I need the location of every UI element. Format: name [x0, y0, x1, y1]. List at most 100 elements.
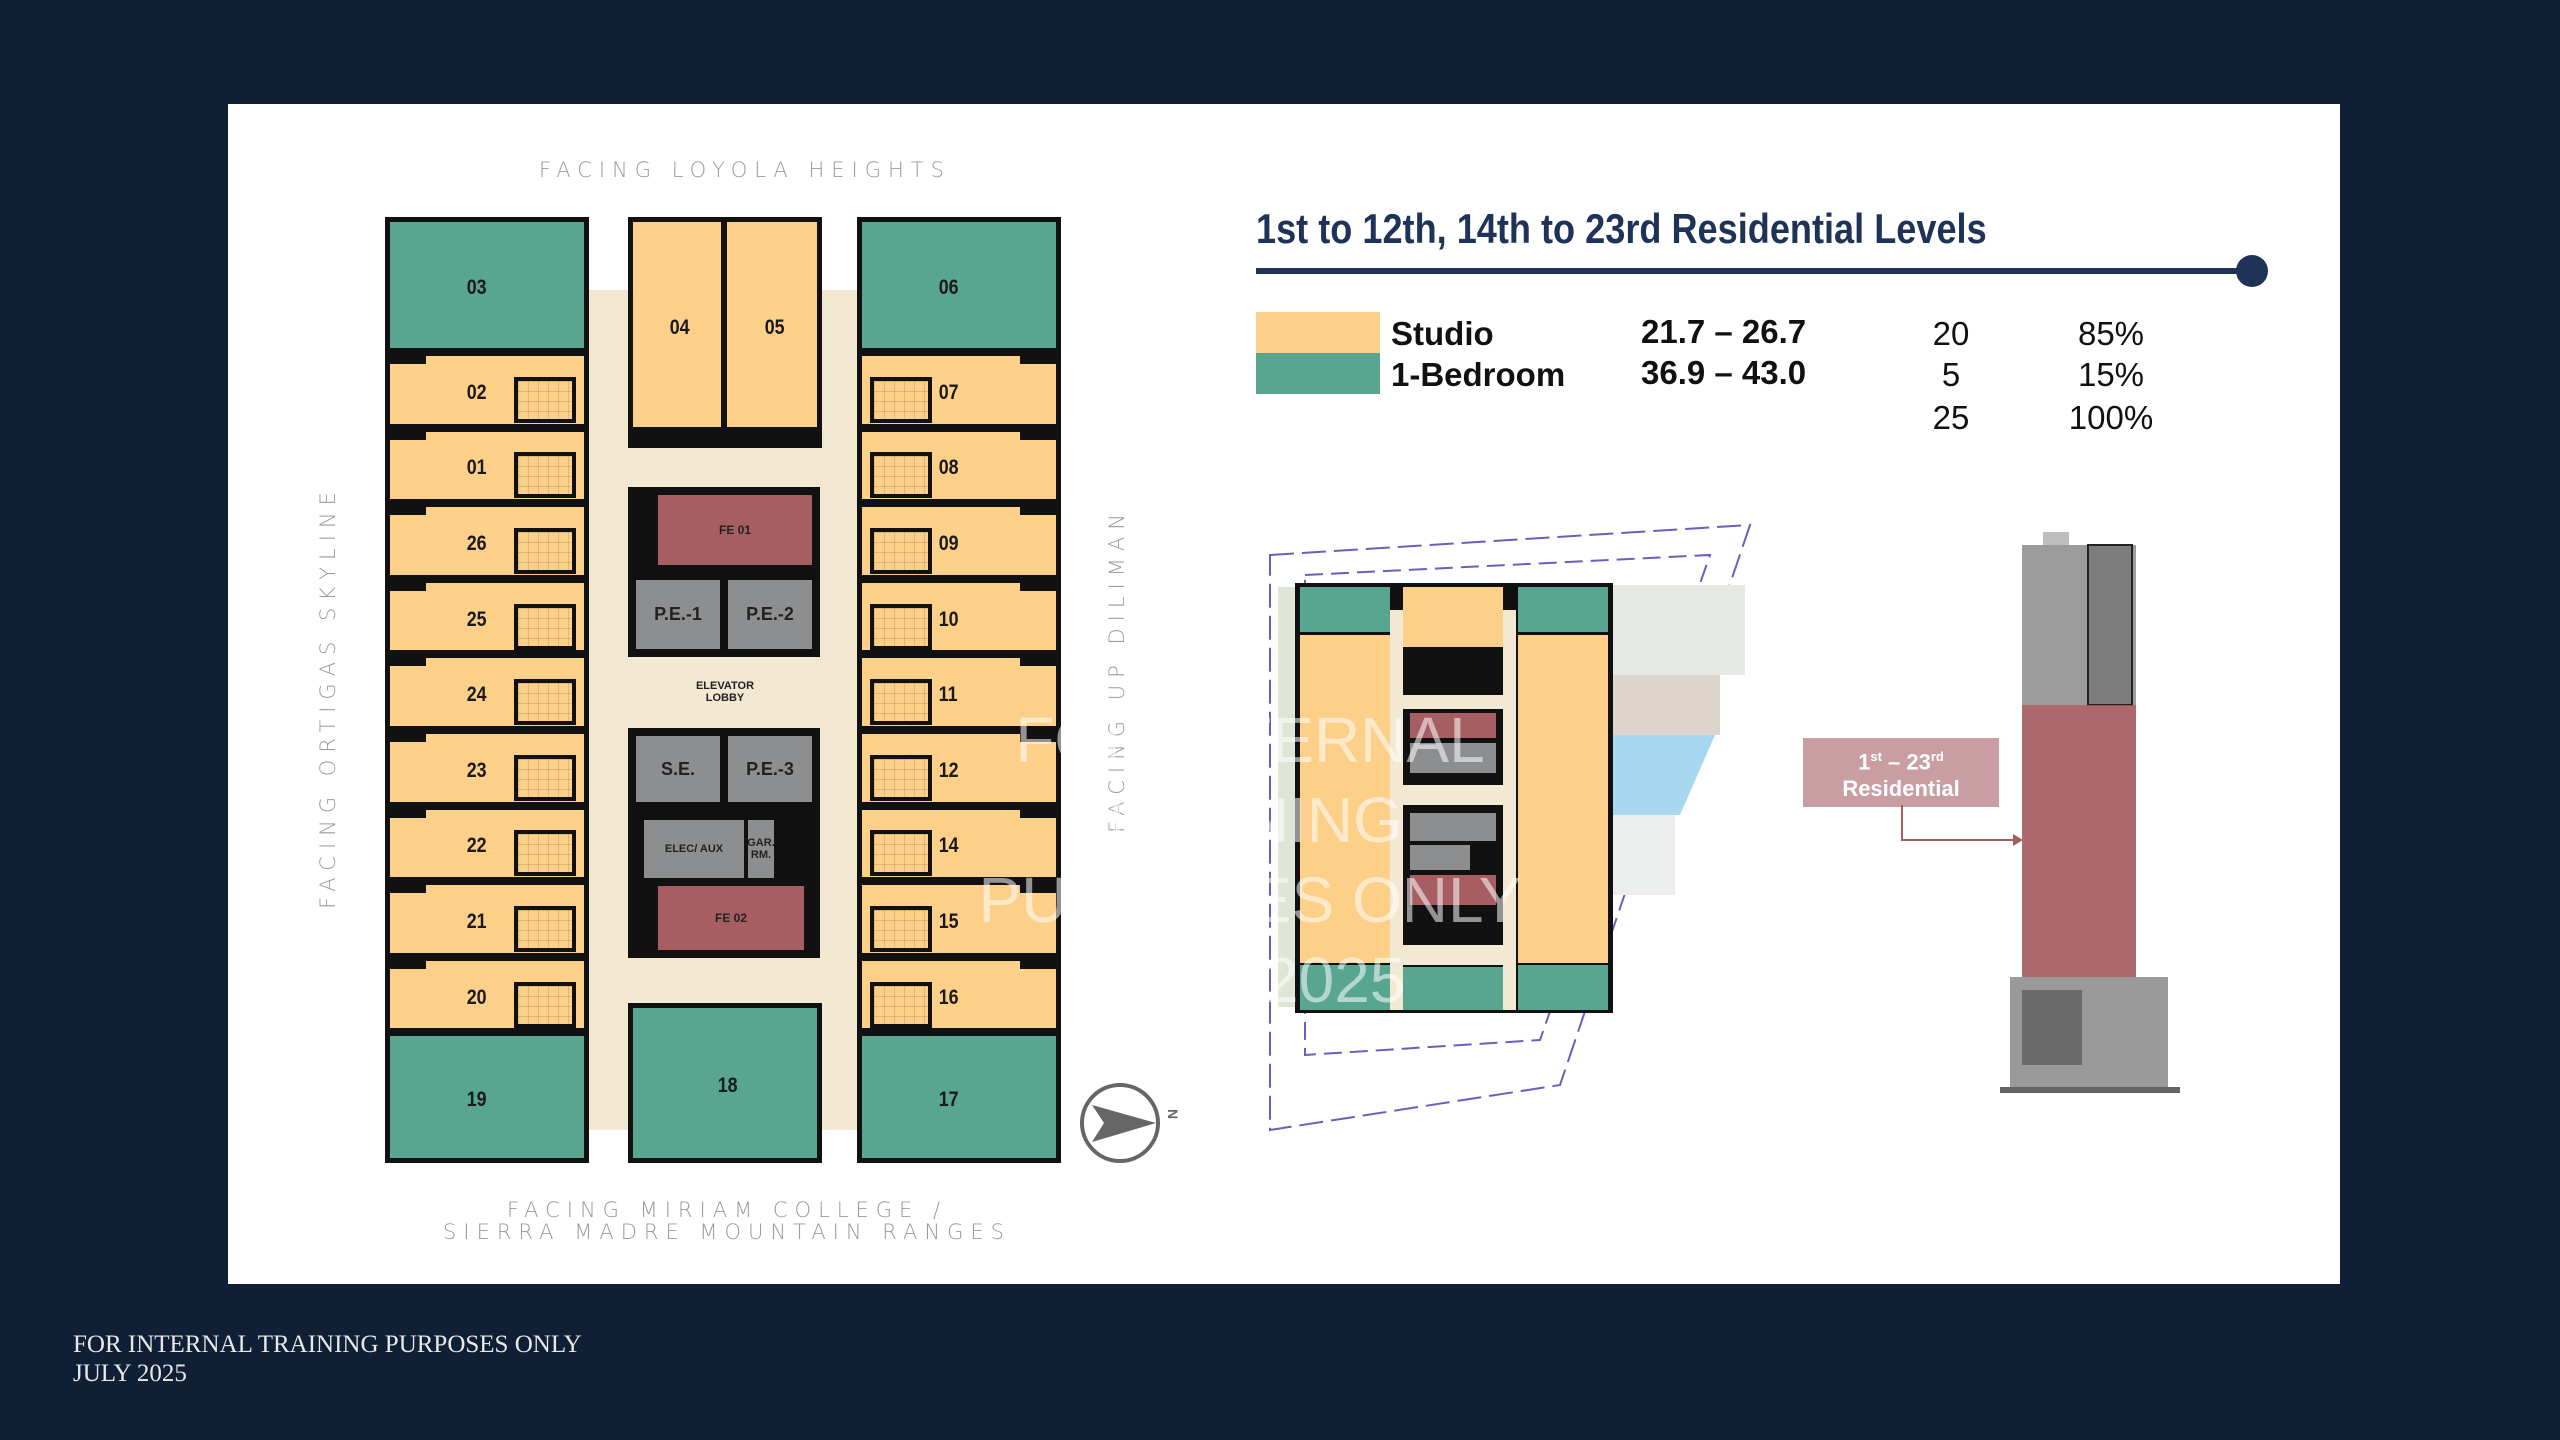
unit-11: 11: [857, 652, 1061, 731]
structural-column: [386, 350, 426, 364]
unit-17: 17: [857, 1031, 1061, 1163]
lobby-label-line2: LOBBY: [705, 692, 745, 704]
unit-number: 25: [466, 607, 487, 631]
bathroom: [870, 830, 932, 877]
unit-number: 21: [466, 909, 487, 933]
fire-exit-stair-2: FE 02: [658, 886, 804, 950]
facing-bottom-label-2: SIERRA MADRE MOUNTAIN RANGES: [443, 1220, 1011, 1244]
building-elevation: [2000, 532, 2180, 1093]
unit-23: 23: [385, 728, 589, 807]
site-key-plan: [1269, 523, 1752, 1132]
structural-column: [386, 954, 426, 969]
unit-number: 08: [938, 456, 959, 480]
bathroom: [514, 830, 576, 877]
title-rule-dot: [2236, 255, 2268, 287]
bathroom: [514, 527, 576, 574]
unit-26: 26: [385, 501, 589, 580]
structural-column: [386, 728, 426, 742]
bathroom: [870, 754, 932, 801]
facing-left-label: FACING ORTIGAS SKYLINE: [316, 485, 340, 909]
bathroom: [514, 452, 576, 499]
bathroom: [870, 679, 932, 726]
title-rule: [1256, 268, 2250, 274]
structural-column: [386, 879, 426, 894]
bathroom: [870, 527, 932, 574]
legend-studio-count: 20: [1932, 315, 1970, 352]
facing-right-label: FACING UP DILIMAN: [1105, 507, 1129, 833]
north-arrow-icon: [1080, 1083, 1160, 1163]
unit-14: 14: [857, 803, 1061, 883]
structural-column: [1020, 954, 1060, 969]
unit-18: 18: [628, 1003, 822, 1163]
tag-to-suffix: rd: [1930, 748, 1944, 764]
unit-21: 21: [385, 879, 589, 958]
legend-total-percent: 100%: [2068, 399, 2154, 436]
bathroom: [870, 376, 932, 423]
tag-residential: Residential: [1842, 776, 1960, 802]
one-bedroom-swatch: [1256, 353, 1380, 394]
residential-levels-tag: 1st – 23rd Residential: [1803, 738, 1999, 807]
unit-12: 12: [857, 728, 1061, 807]
unit-number: 15: [938, 909, 959, 933]
unit-number: 02: [466, 380, 487, 404]
bathroom: [514, 981, 576, 1028]
unit-02: 02: [385, 350, 589, 429]
tag-from-suffix: st: [1870, 748, 1882, 764]
unit-number: 18: [717, 1074, 738, 1097]
elevator-lobby-label: ELEVATOR LOBBY: [680, 680, 770, 704]
unit-25: 25: [385, 576, 589, 656]
north-label: N: [1165, 1108, 1182, 1120]
structural-column: [1020, 652, 1060, 667]
bathroom: [514, 679, 576, 726]
unit-number: 10: [938, 607, 959, 631]
unit-05: 05: [722, 217, 822, 432]
fire-exit-stair-1: FE 01: [658, 495, 812, 565]
unit-19: 19: [385, 1031, 589, 1163]
structural-column: [1020, 728, 1060, 742]
core-lower: S.E. P.E.-3 ELEC/ AUX GAR. RM. FE 02: [628, 728, 820, 958]
footer-disclaimer: FOR INTERNAL TRAINING PURPOSES ONLY: [73, 1331, 582, 1358]
unit-01: 01: [385, 425, 589, 505]
service-elevator: S.E.: [636, 736, 720, 802]
unit-number: 07: [938, 380, 959, 404]
structural-column: [386, 425, 426, 440]
unit-06: 06: [857, 217, 1061, 353]
unit-number: 22: [466, 834, 487, 858]
unit-10: 10: [857, 576, 1061, 656]
unit-20: 20: [385, 954, 589, 1034]
bathroom: [514, 376, 576, 423]
bathroom: [514, 905, 576, 952]
unit-number: 05: [764, 315, 785, 339]
legend-studio-percent: 85%: [2077, 315, 2145, 352]
facing-top-label: FACING LOYOLA HEIGHTS: [539, 158, 951, 182]
unit-24: 24: [385, 652, 589, 731]
structural-column: [1020, 350, 1060, 364]
legend-1br-size: 36.9 – 43.0: [1641, 354, 1807, 391]
unit-number: 16: [938, 985, 959, 1009]
legend-studio-label: Studio: [1391, 315, 1494, 352]
elec-aux-room: ELEC/ AUX: [644, 820, 744, 878]
bathroom: [514, 603, 576, 650]
structural-column: [1020, 501, 1060, 516]
unit-03: 03: [385, 217, 589, 353]
legend-1br-percent: 15%: [2077, 356, 2145, 393]
core-upper: FE 01 P.E.-1 P.E.-2: [628, 487, 820, 657]
unit-04: 04: [628, 217, 726, 432]
legend-total-count: 25: [1932, 399, 1970, 436]
unit-number: 23: [466, 758, 487, 782]
passenger-elevator-3: P.E.-3: [728, 736, 812, 802]
page-title: 1st to 12th, 14th to 23rd Residential Le…: [1256, 205, 1987, 252]
unit-22: 22: [385, 803, 589, 883]
unit-number: 12: [938, 758, 959, 782]
unit-number: 14: [938, 834, 959, 858]
passenger-elevator-2: P.E.-2: [728, 580, 812, 649]
structural-column: [1020, 576, 1060, 591]
passenger-elevator-1: P.E.-1: [636, 580, 720, 649]
unit-number: 20: [466, 985, 487, 1009]
tag-floor-range: 1st – 23rd: [1803, 743, 1999, 775]
tag-arrow-icon: [1901, 805, 2023, 846]
legend-studio-size: 21.7 – 26.7: [1641, 313, 1807, 350]
legend-1br-count: 5: [1941, 356, 1961, 393]
garbage-room: GAR. RM.: [747, 820, 775, 878]
unit-09: 09: [857, 501, 1061, 580]
